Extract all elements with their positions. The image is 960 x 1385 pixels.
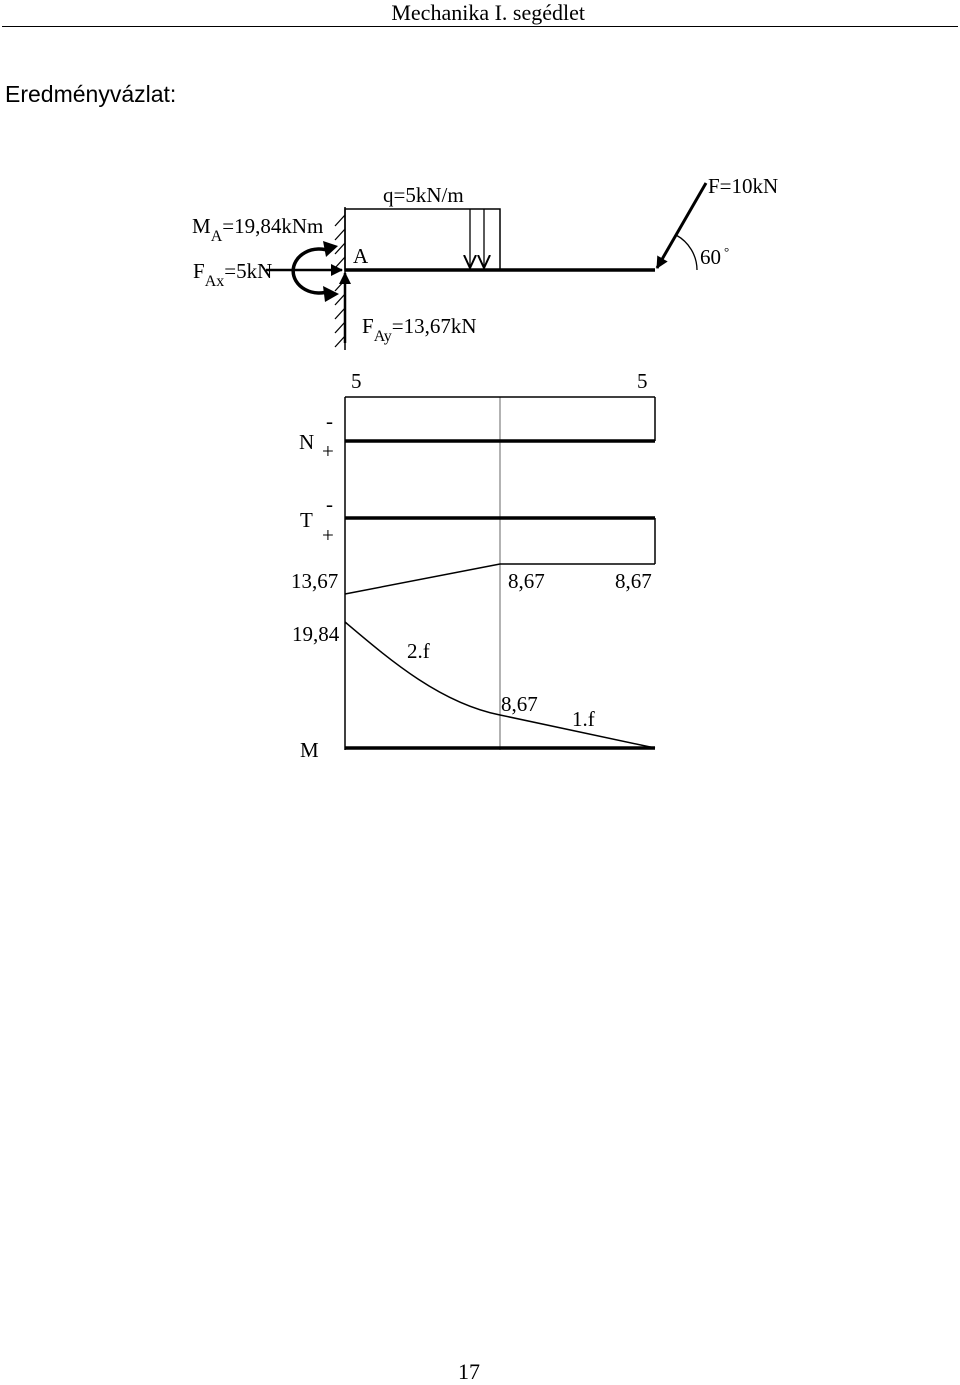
support-hatching (334, 214, 346, 348)
normal-symbol: N (299, 430, 314, 454)
shear-sign-neg: - (326, 492, 333, 516)
normal-sign-pos: + (322, 439, 334, 463)
moment-reaction-label: MA=19,84kNm (192, 214, 323, 245)
normal-value-left: 5 (351, 369, 362, 393)
moment-curve-left-label: 2.f (407, 639, 430, 663)
section-title: Eredményvázlat: (5, 81, 177, 107)
distributed-load: q=5kN/m (344, 183, 501, 271)
normal-value-right: 5 (637, 369, 648, 393)
force-angle-degree: ° (724, 244, 729, 259)
point-force-label: F=10kN (708, 174, 778, 198)
header-title: Mechanika I. segédlet (391, 0, 585, 25)
reaction-moment: MA=19,84kNm (192, 214, 339, 302)
moment-value-mid: 8,67 (501, 692, 538, 716)
shear-value-right: 8,67 (615, 569, 652, 593)
page-header: Mechanika I. segédlet (0, 0, 960, 28)
moment-value-left: 19,84 (292, 622, 340, 646)
moment-curve-parabola (344, 621, 501, 716)
bending-moment-diagram: 19,84 2.f 8,67 1.f M (292, 621, 656, 762)
point-force: F=10kN 60 ° (655, 174, 778, 271)
moment-symbol: M (300, 738, 319, 762)
distributed-load-label: q=5kN/m (383, 183, 464, 207)
page-number: 17 (458, 1359, 480, 1384)
force-angle-label: 60 (700, 245, 721, 269)
moment-curve-right-label: 1.f (572, 707, 595, 731)
shear-value-left: 13,67 (291, 569, 338, 593)
shear-outline (344, 563, 655, 595)
shear-value-mid: 8,67 (508, 569, 545, 593)
reaction-horizontal: FAx=5kN (193, 259, 343, 290)
moment-curve-linear (499, 714, 656, 749)
header-rule (2, 26, 958, 27)
vertical-reaction-label: FAy=13,67kN (362, 314, 477, 345)
horizontal-reaction-label: FAx=5kN (193, 259, 272, 290)
normal-force-diagram: 5 5 N - + (299, 369, 656, 463)
reaction-vertical: FAy=13,67kN (339, 272, 477, 345)
shear-sign-pos: + (322, 523, 334, 547)
shear-force-diagram: T - + 13,67 8,67 8,67 (291, 492, 656, 595)
shear-symbol: T (300, 508, 313, 532)
normal-sign-neg: - (326, 409, 333, 433)
support-label: A (353, 244, 369, 268)
fixed-support (334, 207, 346, 350)
